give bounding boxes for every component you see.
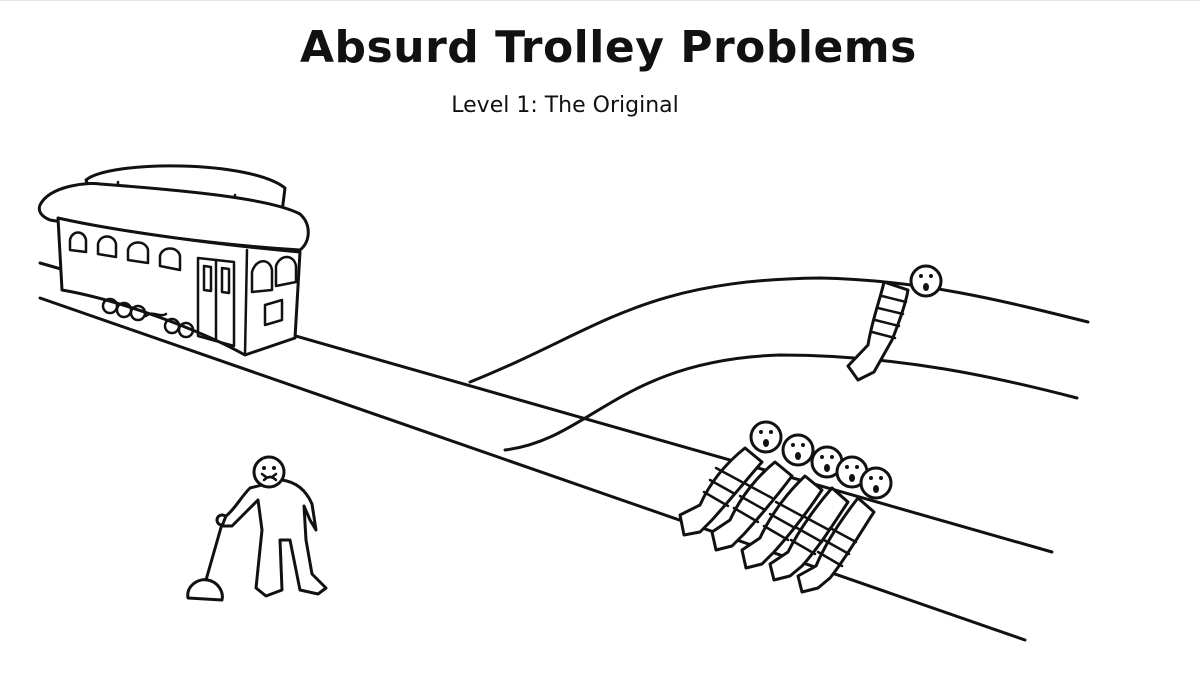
victim-person-icon [710, 433, 815, 552]
bystander-person-icon [220, 455, 328, 598]
victim-person-icon [796, 466, 893, 594]
lever-icon[interactable] [186, 513, 229, 602]
trolley-icon [37, 164, 310, 357]
side-track [468, 276, 1090, 452]
victim-person-icon [740, 445, 844, 570]
victim-person-icon [768, 455, 869, 582]
main-track-victims [678, 420, 893, 594]
victim-person-icon [678, 420, 783, 537]
side-track-person-icon [846, 264, 943, 382]
level-label: Level 1: The Original [451, 93, 679, 118]
top-divider [0, 0, 1200, 1]
